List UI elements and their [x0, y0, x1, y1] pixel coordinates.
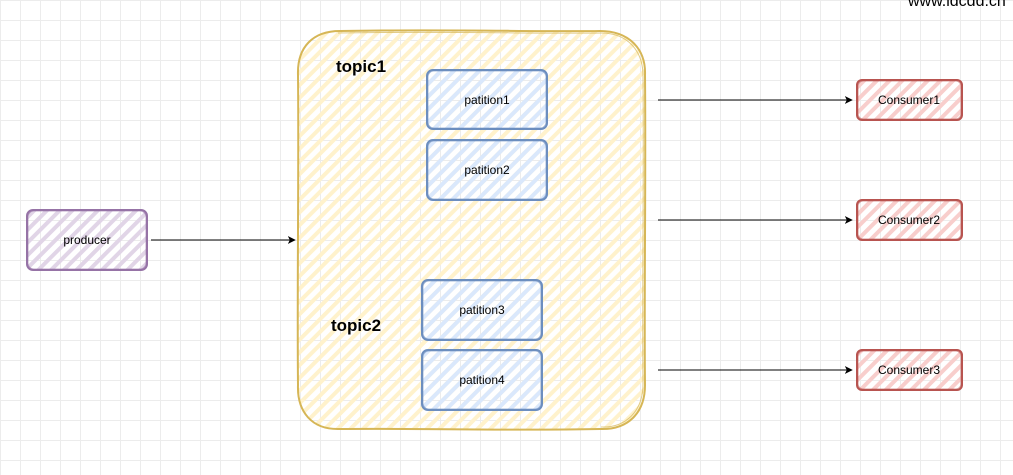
consumer-3-label: Consumer3 [878, 363, 940, 377]
producer-node[interactable]: producer [26, 209, 148, 271]
partition-3-label: patition3 [459, 303, 505, 317]
partition-4-node[interactable]: patition4 [421, 349, 543, 411]
consumer-1-node[interactable]: Consumer1 [856, 79, 963, 121]
producer-label: producer [63, 233, 110, 247]
partition-1-node[interactable]: patition1 [426, 69, 548, 130]
partition-3-node[interactable]: patition3 [421, 279, 543, 341]
consumer-2-node[interactable]: Consumer2 [856, 199, 963, 241]
watermark-text: www.idcdd.cn [907, 0, 1006, 10]
partition-2-node[interactable]: patition2 [426, 139, 548, 201]
edges [151, 96, 853, 374]
consumer-3-node[interactable]: Consumer3 [856, 349, 963, 391]
consumer-2-label: Consumer2 [878, 213, 940, 227]
consumer-1-label: Consumer1 [878, 93, 940, 107]
topic2-label: topic2 [331, 316, 381, 335]
topic-container[interactable] [296, 29, 647, 431]
topic1-label: topic1 [336, 57, 386, 76]
partition-2-label: patition2 [464, 163, 510, 177]
partition-4-label: patition4 [459, 373, 505, 387]
partition-1-label: patition1 [464, 93, 510, 107]
